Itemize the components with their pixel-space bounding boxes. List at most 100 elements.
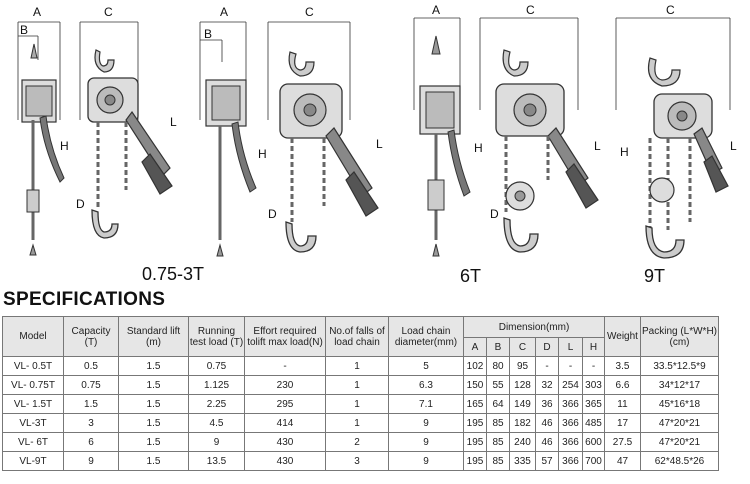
cell-b: 64 [486, 394, 510, 414]
cell-c: 335 [509, 451, 536, 471]
header-dim-d: D [535, 337, 559, 357]
hoist-2-front-view [267, 21, 379, 253]
cell-a: 195 [463, 413, 487, 433]
header-running-test-load: Running test load (T) [188, 316, 245, 357]
cell-effort: - [244, 356, 326, 376]
cell-chain: 9 [388, 413, 464, 433]
cell-c: 95 [509, 356, 536, 376]
cell-b: 80 [486, 356, 510, 376]
cell-c: 182 [509, 413, 536, 433]
dim-letter-h-1: H [60, 139, 69, 153]
cell-c: 128 [509, 375, 536, 395]
cell-d: 36 [535, 394, 559, 414]
dim-letter-c-3: C [526, 3, 535, 17]
cell-chain: 9 [388, 451, 464, 471]
dim-letter-b-2: B [204, 27, 212, 41]
cell-effort: 230 [244, 375, 326, 395]
cell-model: VL- 1.5T [2, 394, 64, 414]
caption-9t: 9T [644, 266, 666, 286]
cell-model: VL-9T [2, 451, 64, 471]
dim-letter-h-2: H [258, 147, 267, 161]
cell-weight: 11 [604, 394, 641, 414]
cell-weight: 3.5 [604, 356, 641, 376]
header-dim-b: B [486, 337, 510, 357]
dim-letter-c-2: C [305, 5, 314, 19]
header-capacity: Capacity (T) [63, 316, 119, 357]
cell-capacity: 0.5 [63, 356, 119, 376]
hoist-1-front-view [79, 21, 173, 239]
cell-effort: 414 [244, 413, 326, 433]
cell-c: 240 [509, 432, 536, 452]
cell-capacity: 3 [63, 413, 119, 433]
dim-letter-d-1: D [76, 197, 85, 211]
dim-letter-l-4: L [730, 139, 737, 153]
cell-falls: 2 [325, 432, 389, 452]
cell-lift: 1.5 [118, 394, 189, 414]
cell-packing: 45*16*18 [640, 394, 719, 414]
cell-test-load: 9 [188, 432, 245, 452]
cell-test-load: 13.5 [188, 451, 245, 471]
cell-capacity: 1.5 [63, 394, 119, 414]
cell-test-load: 1.125 [188, 375, 245, 395]
caption-6t: 6T [460, 266, 482, 286]
header-standard-lift: Standard lift (m) [118, 316, 189, 357]
dim-letter-c-4: C [666, 3, 675, 17]
header-falls-of-chain: No.of falls of load chain [325, 316, 389, 357]
cell-b: 55 [486, 375, 510, 395]
cell-b: 85 [486, 432, 510, 452]
cell-lift: 1.5 [118, 413, 189, 433]
cell-lift: 1.5 [118, 356, 189, 376]
cell-test-load: 0.75 [188, 356, 245, 376]
cell-d: - [535, 356, 559, 376]
cell-h: - [582, 356, 605, 376]
dim-letter-d-3: D [490, 207, 499, 221]
cell-a: 195 [463, 432, 487, 452]
hoist-9t-front-view [615, 17, 731, 259]
table-row: VL- 0.75T 0.75 1.5 1.125 230 1 6.3 150 5… [2, 375, 719, 395]
cell-d: 32 [535, 375, 559, 395]
table-row: VL- 1.5T 1.5 1.5 2.25 295 1 7.1 165 64 1… [2, 394, 719, 414]
dim-letter-l-1: L [170, 115, 177, 129]
specifications-table: Model Capacity (T) Standard lift (m) Run… [2, 316, 719, 471]
cell-lift: 1.5 [118, 432, 189, 452]
header-effort-required: Effort required tolift max load(N) [244, 316, 326, 357]
dim-letter-d-2: D [268, 207, 277, 221]
cell-falls: 1 [325, 375, 389, 395]
cell-l: - [558, 356, 583, 376]
cell-a: 150 [463, 375, 487, 395]
cell-h: 485 [582, 413, 605, 433]
cell-capacity: 9 [63, 451, 119, 471]
cell-lift: 1.5 [118, 451, 189, 471]
hoist-drawings: A B C H L D A B C H L D A C H L D C H L [17, 3, 737, 259]
dim-letter-h-3: H [474, 141, 483, 155]
dim-letter-a-1: A [33, 5, 41, 19]
cell-model: VL- 0.5T [2, 356, 64, 376]
dim-letter-h-4: H [620, 145, 629, 159]
dim-letter-c-1: C [104, 5, 113, 19]
cell-falls: 1 [325, 394, 389, 414]
header-dim-a: A [463, 337, 487, 357]
hoist-6t-front-view [479, 17, 599, 253]
cell-falls: 1 [325, 356, 389, 376]
cell-capacity: 6 [63, 432, 119, 452]
cell-effort: 430 [244, 451, 326, 471]
cell-lift: 1.5 [118, 375, 189, 395]
cell-l: 366 [558, 413, 583, 433]
cell-l: 366 [558, 432, 583, 452]
header-dim-h: H [582, 337, 605, 357]
cell-a: 195 [463, 451, 487, 471]
hoist-1-side-view [17, 21, 65, 256]
cell-d: 46 [535, 413, 559, 433]
header-dim-c: C [509, 337, 536, 357]
hoist-2-side-view [199, 21, 257, 257]
cell-packing: 47*20*21 [640, 432, 719, 452]
cell-l: 366 [558, 451, 583, 471]
cell-l: 254 [558, 375, 583, 395]
cell-c: 149 [509, 394, 536, 414]
cell-weight: 6.6 [604, 375, 641, 395]
cell-b: 85 [486, 413, 510, 433]
cell-chain: 9 [388, 432, 464, 452]
dim-letter-a-3: A [432, 3, 440, 17]
specifications-title: SPECIFICATIONS [3, 289, 166, 310]
cell-l: 366 [558, 394, 583, 414]
